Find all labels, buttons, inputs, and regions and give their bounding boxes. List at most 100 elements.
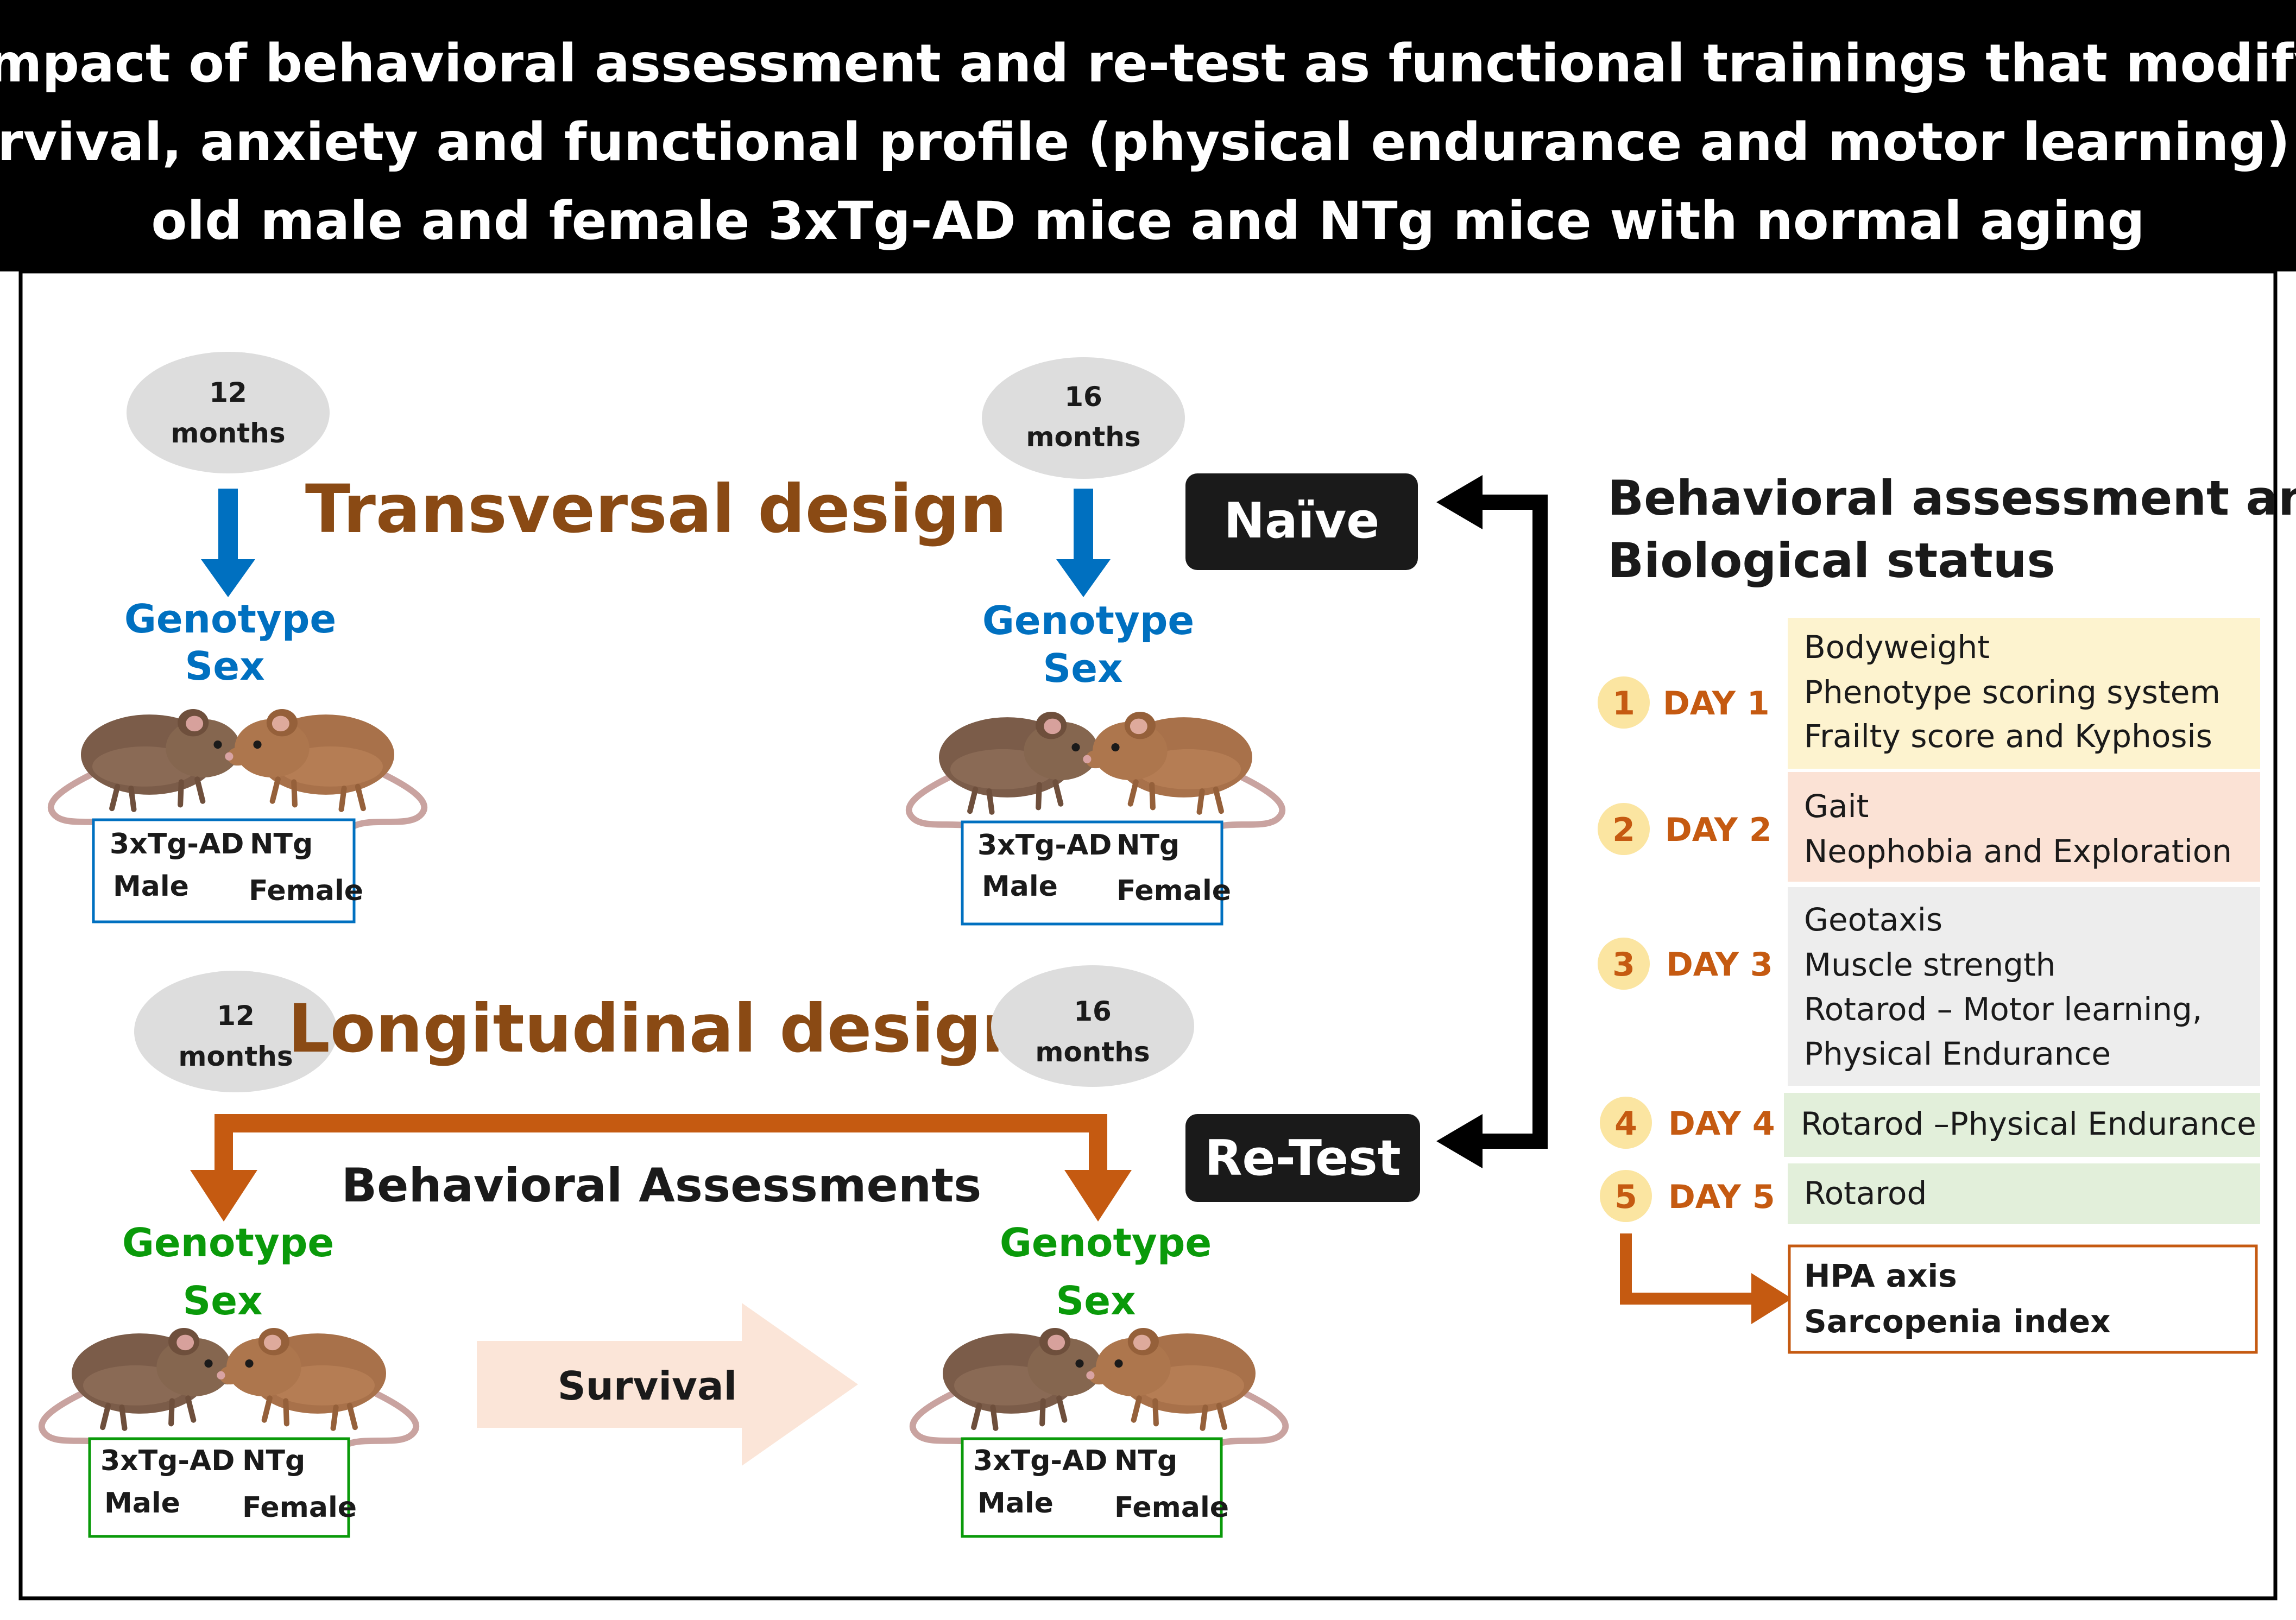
age-oval-12-transversal — [127, 352, 330, 473]
day-2-panel — [1788, 772, 2260, 882]
group-box-transversal-16: 3xTg-AD NTg Male Female — [961, 820, 1231, 926]
title-bar — [0, 0, 2296, 271]
day-4-item: Rotarod –Physical Endurance — [1801, 1105, 2256, 1142]
sex-male: Male — [113, 870, 189, 903]
day-2-number: 2 — [1612, 811, 1635, 849]
day-3-item: Rotarod – Motor learning, — [1804, 991, 2202, 1028]
figure-frame — [18, 269, 2278, 1600]
day-4-label: DAY 4 — [1668, 1105, 1775, 1143]
day-3-item: Physical Endurance — [1804, 1035, 2111, 1072]
sex-male: Male — [982, 870, 1058, 903]
factor-sex: Sex — [182, 1278, 262, 1324]
outcome-arrow-icon — [1620, 1233, 1792, 1324]
factor-sex: Sex — [1043, 646, 1122, 691]
factor-sex: Sex — [185, 643, 264, 689]
day-1-badge — [1598, 676, 1650, 729]
day-3-number: 3 — [1612, 946, 1635, 984]
day-1-number: 1 — [1612, 685, 1635, 723]
day-3-label: DAY 3 — [1666, 946, 1773, 984]
sex-female: Female — [249, 875, 363, 907]
day-1-item: Frailty score and Kyphosis — [1804, 718, 2212, 755]
day-4-panel — [1784, 1093, 2260, 1157]
longitudinal-heading: Longitudinal design — [288, 990, 1029, 1067]
outcome-sarcopenia-index: Sarcopenia index — [1804, 1303, 2111, 1340]
day-3-badge — [1598, 938, 1650, 990]
down-arrow-icon — [1056, 489, 1111, 597]
genotype-3xtg: 3xTg-AD — [973, 1445, 1107, 1477]
sex-male: Male — [104, 1487, 180, 1520]
factor-genotype: Genotype — [122, 1220, 334, 1265]
mouse-icon — [909, 712, 1108, 830]
sex-male: Male — [977, 1487, 1054, 1520]
title-line-2: survival, anxiety and functional profile… — [0, 112, 2296, 173]
age-number: 12 — [217, 1000, 255, 1032]
day-1-item: Bodyweight — [1804, 629, 1990, 666]
title-line-1: Impact of behavioral assessment and re-t… — [0, 33, 2296, 94]
right-arrow-icon — [477, 1303, 858, 1466]
mouse-icon — [217, 1328, 416, 1446]
genotype-ntg: NTg — [242, 1445, 305, 1477]
group-box-longitudinal-16: 3xTg-AD NTg Male Female — [961, 1437, 1229, 1538]
down-arrow-icon — [201, 489, 255, 597]
retest-label: Re-Test — [1204, 1130, 1401, 1187]
naive-label: Naïve — [1224, 492, 1380, 549]
day-4-number: 4 — [1614, 1105, 1637, 1143]
transversal-heading: Transversal design — [305, 471, 1007, 548]
age-unit: months — [178, 1041, 293, 1072]
retest-box: Re-Test — [1185, 1114, 1420, 1202]
day-5-badge — [1600, 1170, 1652, 1222]
age-unit: months — [1026, 421, 1140, 453]
mouse-icon — [1083, 712, 1282, 830]
age-number: 12 — [209, 377, 247, 408]
genotype-3xtg: 3xTg-AD — [100, 1445, 235, 1477]
naive-box: Naïve — [1185, 473, 1418, 570]
bracket-arrow-icon — [190, 1114, 1132, 1222]
age-unit: months — [171, 417, 285, 449]
outcome-box: HPA axis Sarcopenia index — [1788, 1244, 2258, 1354]
genotype-ntg: NTg — [1114, 1445, 1177, 1477]
age-oval-16-transversal — [982, 357, 1185, 479]
day-2-label: DAY 2 — [1665, 811, 1772, 849]
outcome-hpa-axis: HPA axis — [1804, 1257, 1957, 1294]
day-2-item: Neophobia and Exploration — [1804, 833, 2232, 870]
assessment-heading-line-1: Behavioral assessment and — [1607, 470, 2296, 526]
age-oval-12-longitudinal — [134, 971, 337, 1092]
day-5-panel — [1788, 1163, 2260, 1224]
survival-label: Survival — [558, 1363, 737, 1409]
title-line-3: old male and female 3xTg-AD mice and NTg… — [151, 191, 2144, 251]
mouse-icon — [51, 709, 250, 827]
mouse-icon — [42, 1328, 241, 1446]
group-box-transversal-12: 3xTg-AD NTg Male Female — [92, 818, 363, 923]
mouse-icon — [1086, 1328, 1285, 1446]
genotype-ntg: NTg — [1117, 829, 1179, 862]
day-3-panel — [1788, 887, 2260, 1086]
age-unit: months — [1035, 1036, 1150, 1068]
factor-genotype: Genotype — [1000, 1220, 1212, 1265]
mouse-icon — [913, 1328, 1112, 1446]
age-number: 16 — [1074, 996, 1112, 1027]
factor-genotype: Genotype — [124, 596, 336, 642]
day-1-panel — [1788, 618, 2260, 769]
day-2-item: Gait — [1804, 788, 1869, 825]
assessment-heading-line-2: Biological status — [1607, 533, 2055, 588]
day-5-item: Rotarod — [1804, 1175, 1927, 1212]
day-1-label: DAY 1 — [1663, 685, 1770, 723]
age-number: 16 — [1064, 381, 1102, 413]
day-3-item: Muscle strength — [1804, 946, 2055, 983]
group-box-longitudinal-12: 3xTg-AD NTg Male Female — [88, 1437, 357, 1538]
behavioral-assessments-label: Behavioral Assessments — [342, 1159, 982, 1213]
day-4-badge — [1600, 1097, 1652, 1149]
factor-sex: Sex — [1056, 1278, 1136, 1324]
day-1-item: Phenotype scoring system — [1804, 674, 2221, 711]
day-5-number: 5 — [1614, 1178, 1637, 1216]
sex-female: Female — [1117, 875, 1231, 907]
double-arrow-icon — [1436, 475, 1548, 1168]
genotype-3xtg: 3xTg-AD — [110, 828, 244, 860]
day-2-badge — [1598, 803, 1650, 855]
day-3-item: Geotaxis — [1804, 901, 1942, 938]
age-oval-16-longitudinal — [991, 965, 1194, 1087]
sex-female: Female — [242, 1491, 357, 1524]
genotype-ntg: NTg — [250, 828, 313, 860]
genotype-3xtg: 3xTg-AD — [977, 829, 1112, 862]
